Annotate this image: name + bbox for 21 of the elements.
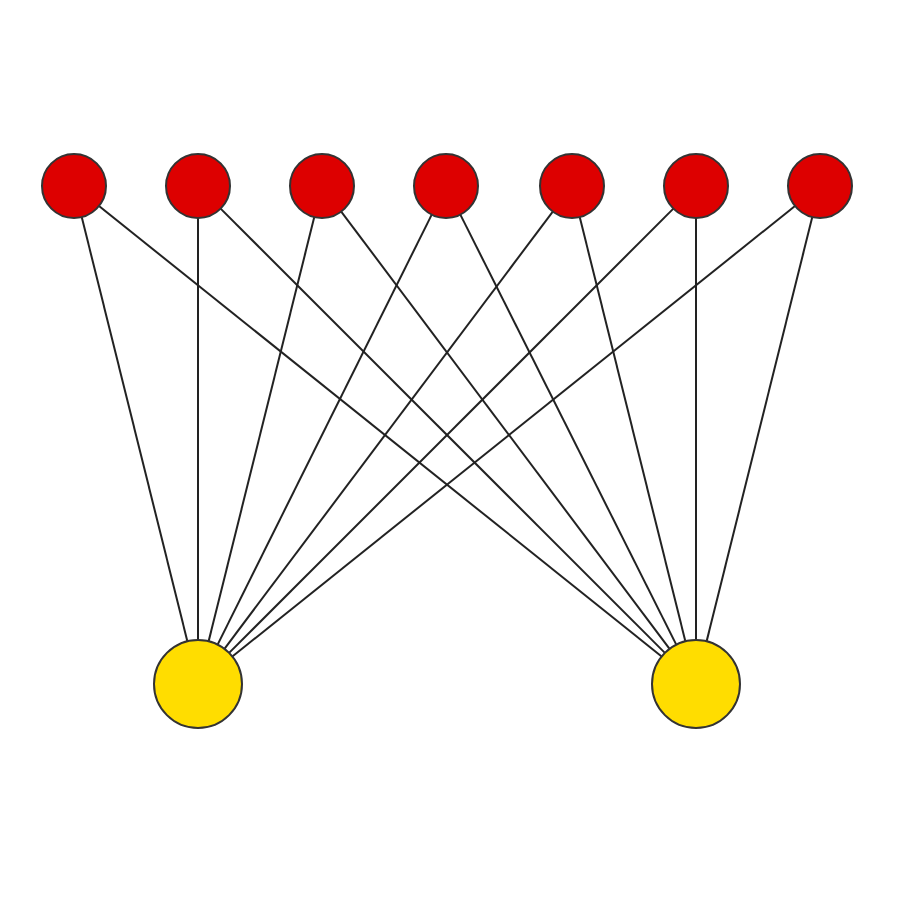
circle-node (153, 639, 243, 729)
connector-line (705, 216, 814, 643)
circle-node (41, 153, 107, 219)
connector-line (98, 205, 663, 658)
connector-line (223, 210, 554, 650)
circle-node (539, 153, 605, 219)
connector-line (80, 216, 189, 643)
connector-line (578, 216, 687, 643)
connector-line (695, 217, 697, 641)
connector-line (207, 216, 316, 643)
circle-node (651, 639, 741, 729)
circle-node (413, 153, 479, 219)
connector-line (216, 213, 433, 646)
connector-line (459, 213, 678, 646)
connector-line (197, 217, 199, 641)
circle-node (165, 153, 231, 219)
circle-node (663, 153, 729, 219)
circle-node (787, 153, 853, 219)
circle-node (289, 153, 355, 219)
connector-line (231, 205, 796, 658)
connector-line (340, 210, 671, 650)
